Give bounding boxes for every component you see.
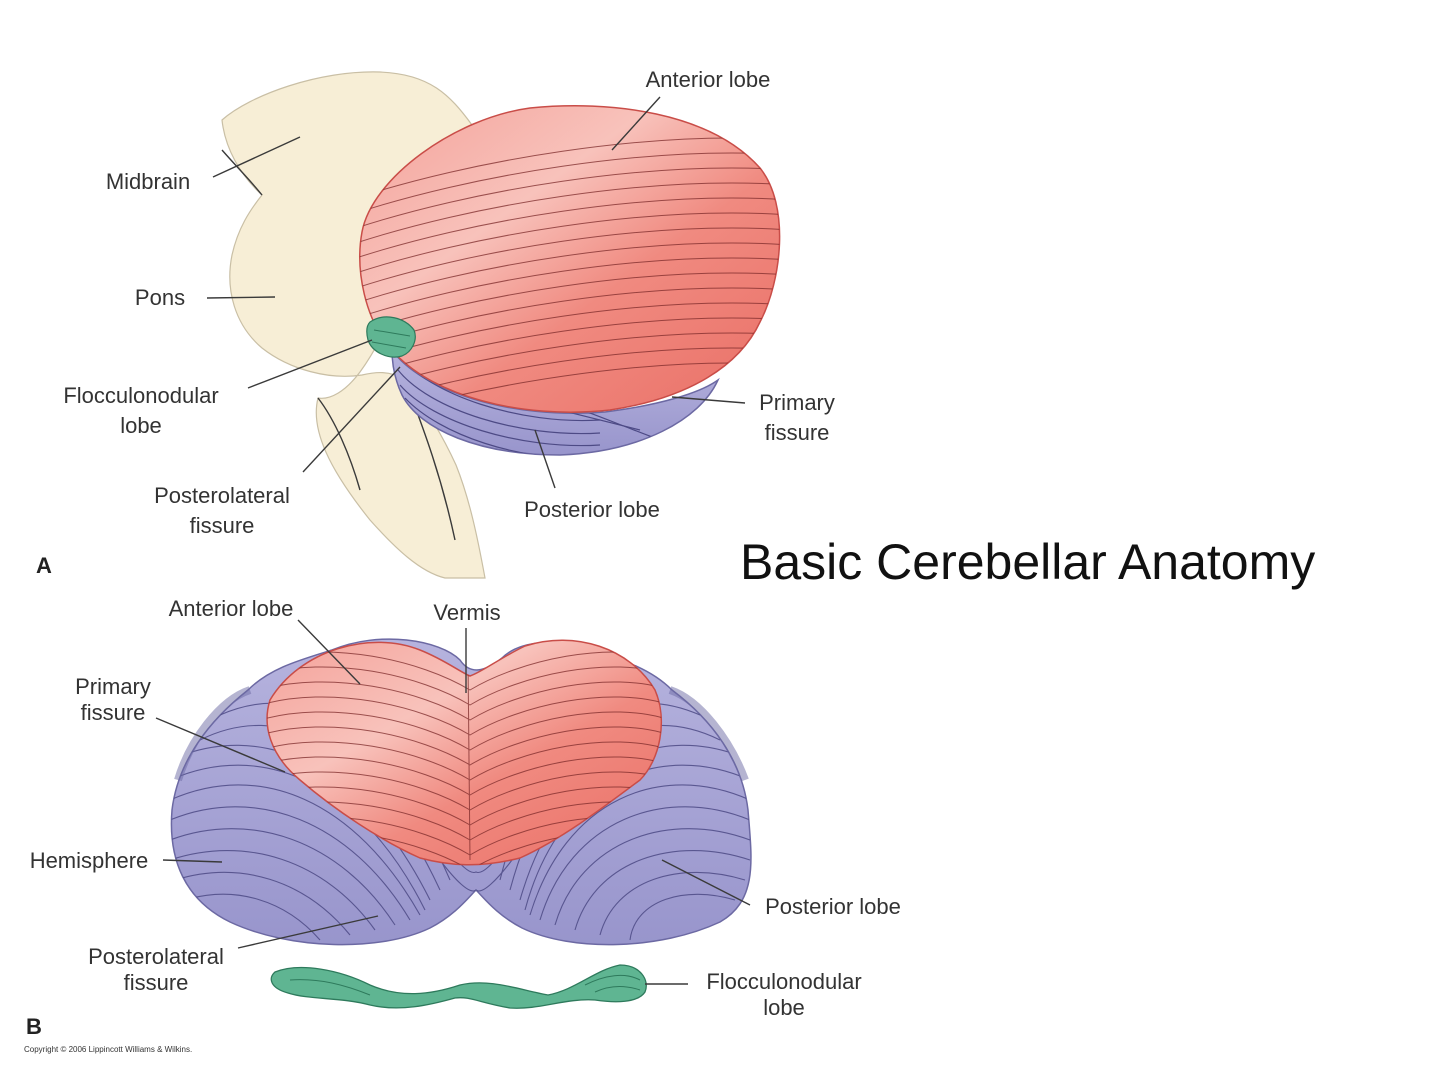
label-primary-fissure-b-line2: fissure <box>81 700 146 725</box>
label-flocculonodular-a-line2: lobe <box>120 413 162 438</box>
copyright-text: Copyright © 2006 Lippincott Williams & W… <box>24 1045 192 1054</box>
label-midbrain: Midbrain <box>106 169 190 194</box>
label-anterior-lobe-a: Anterior lobe <box>646 67 771 92</box>
leader-primary-a <box>671 396 746 404</box>
label-posterolateral-a-line1: Posterolateral <box>154 483 290 508</box>
leader-posterior-b <box>661 859 751 906</box>
leader-hemisphere <box>162 859 223 863</box>
leader-primary-b <box>155 717 286 773</box>
label-primary-fissure-a-line1: Primary <box>759 390 835 415</box>
flocculonodular-b-shape <box>270 964 647 1009</box>
label-posterolateral-a-line2: fissure <box>190 513 255 538</box>
leader-posterolateral-a <box>302 366 401 473</box>
leader-flocculonodular-a <box>247 339 373 389</box>
label-flocculonodular-a-line1: Flocculonodular <box>63 383 218 408</box>
leader-pons <box>206 296 276 299</box>
label-anterior-lobe-b: Anterior lobe <box>169 596 294 621</box>
label-posterolateral-b-line1: Posterolateral <box>88 944 224 969</box>
label-posterior-lobe-a: Posterior lobe <box>524 497 660 522</box>
label-primary-fissure-b-line1: Primary <box>75 674 151 699</box>
label-pons: Pons <box>135 285 185 310</box>
label-posterolateral-b-line2: fissure <box>124 970 189 995</box>
label-posterior-lobe-b: Posterior lobe <box>765 894 901 919</box>
label-flocculonodular-b-line1: Flocculonodular <box>706 969 861 994</box>
panel-letter-b: B <box>26 1014 42 1039</box>
leader-midbrain <box>212 136 301 178</box>
panel-letter-a: A <box>36 553 52 578</box>
slide-title: Basic Cerebellar Anatomy <box>740 534 1316 590</box>
anterior-lobe-a-shape <box>359 105 781 413</box>
anterior-lobe-b-shape <box>266 639 663 866</box>
leader-anterior-a <box>611 96 661 151</box>
leader-posterolateral-b <box>237 915 379 949</box>
label-vermis: Vermis <box>433 600 500 625</box>
leader-posterior-a <box>534 429 556 489</box>
flocculonodular-a-shape <box>366 316 416 358</box>
label-hemisphere: Hemisphere <box>30 848 149 873</box>
leader-anterior-b <box>297 619 361 685</box>
label-flocculonodular-b-line2: lobe <box>763 995 805 1020</box>
label-primary-fissure-a-line2: fissure <box>765 420 830 445</box>
